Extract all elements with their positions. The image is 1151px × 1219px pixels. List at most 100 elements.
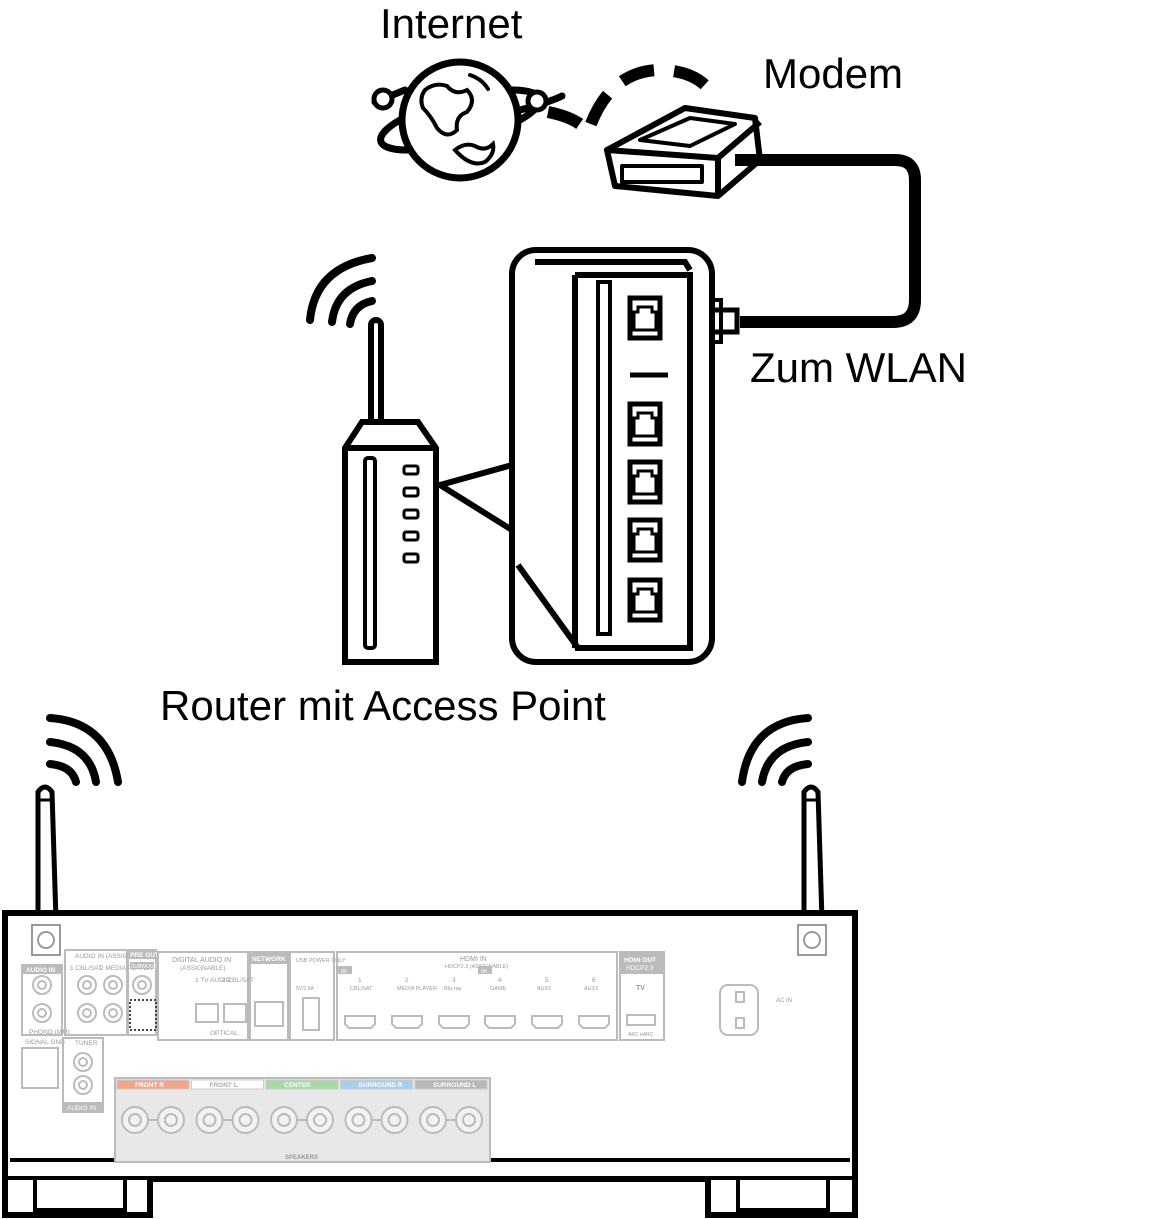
rca-jack-icon [73,1075,93,1095]
hdmi-input-name: MEDIA PLAYER [397,986,437,992]
rca-jack-icon [103,975,123,995]
internet-modem-dashed-link [546,63,720,146]
speaker-terminal-icon [344,1106,373,1134]
usb-label: USB POWER ONLY [296,958,346,964]
wifi-signal-icon-left [46,714,122,786]
hdmi-input-number: 5 [545,977,549,984]
lan-port-icon [627,577,663,623]
lan-port-icon [627,517,663,563]
rca-jack-icon [77,1003,97,1023]
rear-panel: AUDIO IN PHONO (MM) AUDIO IN (ASSIGNABLE… [21,949,792,1163]
rca-jack-icon [132,975,152,995]
speaker-terminal-icon [306,1106,334,1134]
speaker-group: FRONT L [191,1079,264,1134]
internet-globe-icon [371,58,566,182]
speaker-terminal-icon [157,1106,185,1134]
hdmi-in-label: HDMI IN [460,956,487,963]
router-detail-callout [437,462,515,533]
usb-rating-label: 5V/1.5A [296,986,314,992]
audio-in-label-2: AUDIO IN [67,1105,96,1112]
network-label: NETWORK [252,956,286,963]
hdmi-port-icon [578,1015,610,1029]
tuner-label: TUNER [75,1040,98,1047]
hdmi-port-icon [531,1015,563,1029]
zum-wlan-label: Zum WLAN [750,344,967,391]
subwoofer-label: SUBWOOFER [131,964,164,970]
speaker-terminal-icon [419,1106,447,1134]
hdmi-input-number: 6 [592,977,596,984]
speaker-terminal-icon [121,1106,149,1134]
tv-label: TV [636,985,645,992]
wan-port-icon [627,295,663,341]
speaker-group: SURROUND R [340,1079,413,1134]
eight-k-badge [478,966,492,974]
cbl-sat-2-label: 2 CBL/SAT [222,977,254,984]
lan-ports [627,295,663,623]
hdmi-input-name: CBL/SAT [350,986,373,992]
hdmi-input-name: AUX1 [537,986,551,992]
hdmi-input-name: Blu-ray [444,986,462,992]
rca-jack-icon [77,975,97,995]
optical-label: OPTICAL [210,1030,238,1037]
speakers-label: SPEAKERS [285,1155,318,1161]
modem-label: Modem [763,50,903,97]
hdmi-input-number: 3 [452,977,456,984]
audio-in-label: AUDIO IN [26,967,56,974]
lan-port-icon [627,459,663,505]
eight-k-label: 8K [341,969,348,975]
speaker-group-label: FRONT L [210,1082,238,1089]
hdmi-input-number: 4 [498,977,502,984]
speaker-group: FRONT R [116,1079,190,1134]
speaker-terminal-icon [195,1106,224,1134]
modem-icon [604,105,763,199]
speaker-terminal-icon [455,1106,483,1134]
rca-jack-icon [32,1003,52,1023]
rca-jack-icon [103,1003,123,1023]
hdmi-port-icon [484,1015,516,1029]
speaker-group-label: SURROUND R [359,1082,403,1089]
speaker-groups: FRONT R FRONT L CENTER SURROUND R SURROUND L [116,1079,488,1134]
lan-port-icon [627,401,663,447]
speaker-group-label: SURROUND L [433,1082,476,1089]
audio-assignable-label: AUDIO IN (ASSIGNABLE) [75,953,151,960]
arc-label: ARC eARC [628,1032,654,1038]
media-player-2-label: 2 MEDIA PLAYER [100,965,153,972]
speaker-group-label: CENTER [284,1082,311,1089]
cbl-sat-1-label: 1 CBL/SAT [70,965,102,972]
hdmi-port-icon [438,1015,470,1029]
digital-audio-label: DIGITAL AUDIO IN [172,957,231,964]
wifi-signal-icon-router [306,254,376,328]
ac-in-label: AC IN [776,998,792,1004]
pre-out-label: PRE OUT [130,952,159,959]
rca-jack-icon [32,975,52,995]
hdmi-input-name: AUX2 [584,986,598,992]
router-ports-detail [509,247,715,665]
hdmi-port-icon [344,1015,376,1029]
modem-router-cable [735,154,921,328]
eight-k-label: 8K [481,969,488,975]
speaker-group-label: FRONT R [135,1082,164,1089]
speaker-terminal-icon [270,1106,298,1134]
hdmi-input-number: 1 [358,977,362,984]
digital-assignable-label: (ASSIGNABLE) [180,965,226,972]
internet-label: Internet [380,0,523,47]
wifi-signal-icon-right [738,714,812,786]
hdcp-in-label: HDCP2.3 (ASSIGNABLE) [445,964,508,970]
eight-k-badge [338,966,352,974]
speaker-group: SURROUND L [414,1079,488,1134]
hdmi-port-icon [391,1015,423,1029]
speaker-group: CENTER [265,1079,339,1134]
rca-jack-icon [73,1052,93,1072]
signal-gnd-label: SIGNAL GND [25,1039,65,1046]
hdmi-input-name: GAME [490,986,507,992]
hdmi-out-label: HDMI OUT [624,957,656,964]
hdmi-input-number: 2 [405,977,409,984]
